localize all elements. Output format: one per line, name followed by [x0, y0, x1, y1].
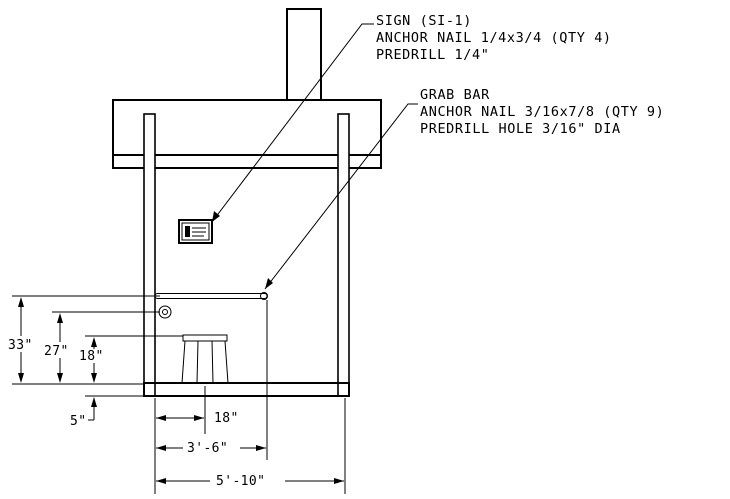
right-wall	[337, 113, 350, 397]
dimension-3-6	[156, 445, 266, 451]
floor-slab	[143, 382, 350, 397]
vent-pipe	[286, 8, 322, 101]
dimension-33	[12, 295, 160, 385]
dimension-18-vertical-label: 18"	[79, 349, 104, 364]
sign-note-title: SIGN (SI-1)	[376, 13, 472, 29]
grab-bar	[154, 292, 268, 300]
dimension-33-label: 33"	[8, 338, 33, 353]
toilet-paper-holder	[158, 305, 172, 319]
dimension-18-vertical	[85, 335, 183, 383]
toilet	[181, 334, 229, 384]
left-wall	[143, 113, 156, 397]
grab-bar-leader-line	[264, 103, 418, 290]
sign-note-anchor: ANCHOR NAIL 1/4x3/4 (QTY 4)	[376, 30, 612, 46]
dimension-5-10-label: 5'-10"	[216, 474, 265, 489]
grab-bar-note-title: GRAB BAR	[420, 87, 490, 103]
sign-plaque	[178, 219, 213, 244]
dimension-5-10	[156, 478, 344, 484]
grab-bar-leader-arrow	[265, 278, 273, 289]
roof-overhang	[112, 99, 382, 169]
sign-note-predrill: PREDRILL 1/4"	[376, 47, 489, 63]
sign-leader-arrow	[212, 211, 220, 222]
dimension-27-label: 27"	[44, 344, 69, 359]
dimension-5-label: 5"	[70, 414, 86, 429]
grab-bar-note-anchor: ANCHOR NAIL 3/16x7/8 (QTY 9)	[420, 104, 664, 120]
dimension-5	[85, 395, 145, 421]
sign-leader-line	[211, 23, 374, 223]
grab-bar-note-predrill: PREDRILL HOLE 3/16" DIA	[420, 121, 621, 137]
dimension-27	[52, 311, 160, 383]
dimension-18-horizontal-label: 18"	[214, 411, 239, 426]
dimension-3-6-label: 3'-6"	[187, 441, 228, 456]
dimension-18-horizontal	[156, 415, 204, 421]
